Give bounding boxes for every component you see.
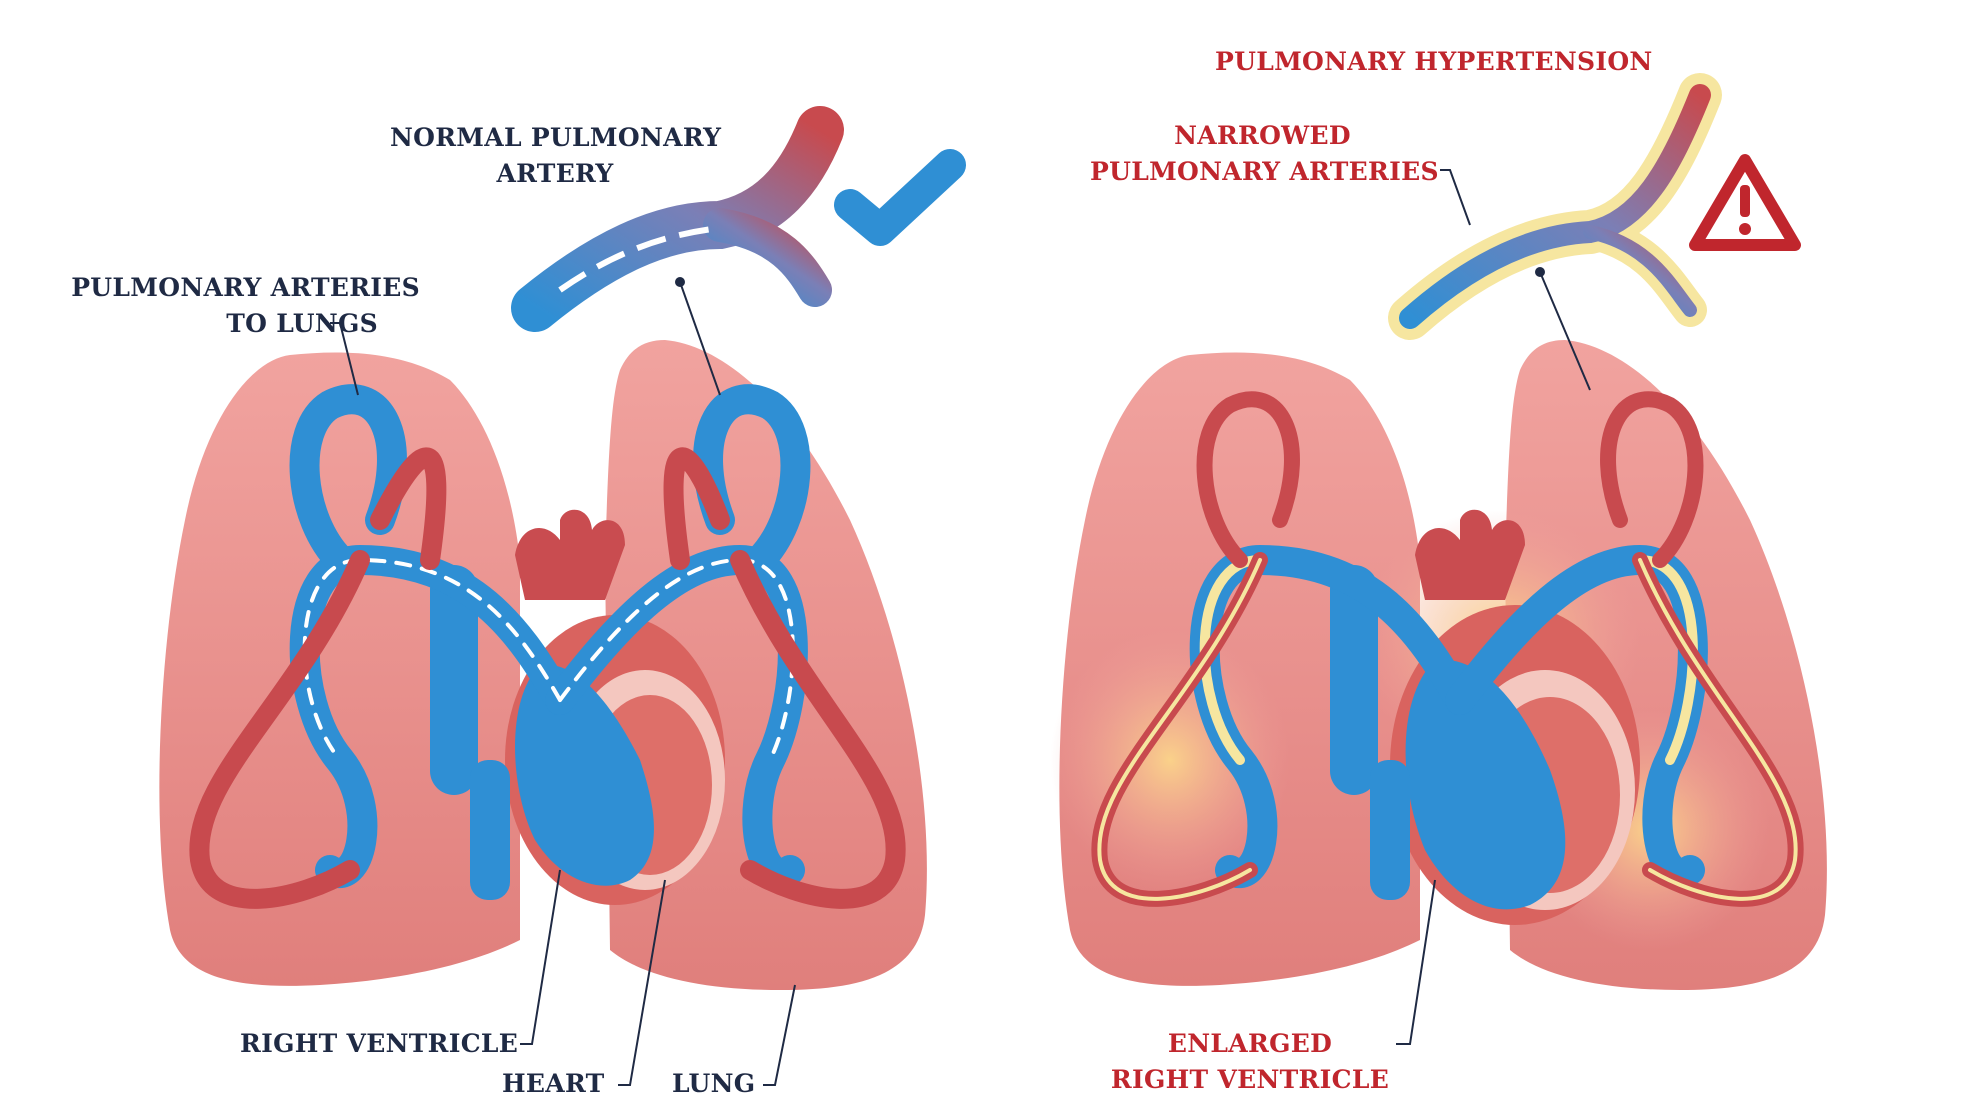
enlarged-ventricle-label-line1: ENLARGED [1110, 1026, 1390, 1062]
warning-triangle-icon [1695, 160, 1795, 245]
narrowed-artery-inset [1410, 95, 1795, 318]
right-panel [1050, 95, 1827, 1044]
normal-artery-label-line2: ARTERY [390, 156, 720, 192]
enlarged-ventricle-label: ENLARGED RIGHT VENTRICLE [1110, 1026, 1390, 1098]
arteries-to-lungs-label-line1: PULMONARY ARTERIES [60, 270, 420, 306]
narrowed-arteries-label-line2: PULMONARY ARTERIES [1090, 154, 1435, 190]
narrowed-arteries-label: NARROWED PULMONARY ARTERIES [1090, 118, 1435, 190]
narrowed-arteries-label-line1: NARROWED [1090, 118, 1435, 154]
normal-artery-label-line1: NORMAL PULMONARY [390, 120, 720, 156]
normal-artery-label: NORMAL PULMONARY ARTERY [390, 120, 720, 192]
right-ventricle-label: RIGHT VENTRICLE [240, 1026, 518, 1062]
arteries-to-lungs-label: PULMONARY ARTERIES TO LUNGS [60, 270, 420, 342]
enlarged-ventricle-label-line2: RIGHT VENTRICLE [1110, 1062, 1390, 1098]
lung-label: LUNG [672, 1066, 755, 1102]
heart-label: HEART [502, 1066, 605, 1102]
arteries-to-lungs-label-line2: TO LUNGS [60, 306, 420, 342]
pulmonary-hypertension-title: PULMONARY HYPERTENSION [1215, 44, 1653, 80]
checkmark-icon [850, 165, 950, 230]
